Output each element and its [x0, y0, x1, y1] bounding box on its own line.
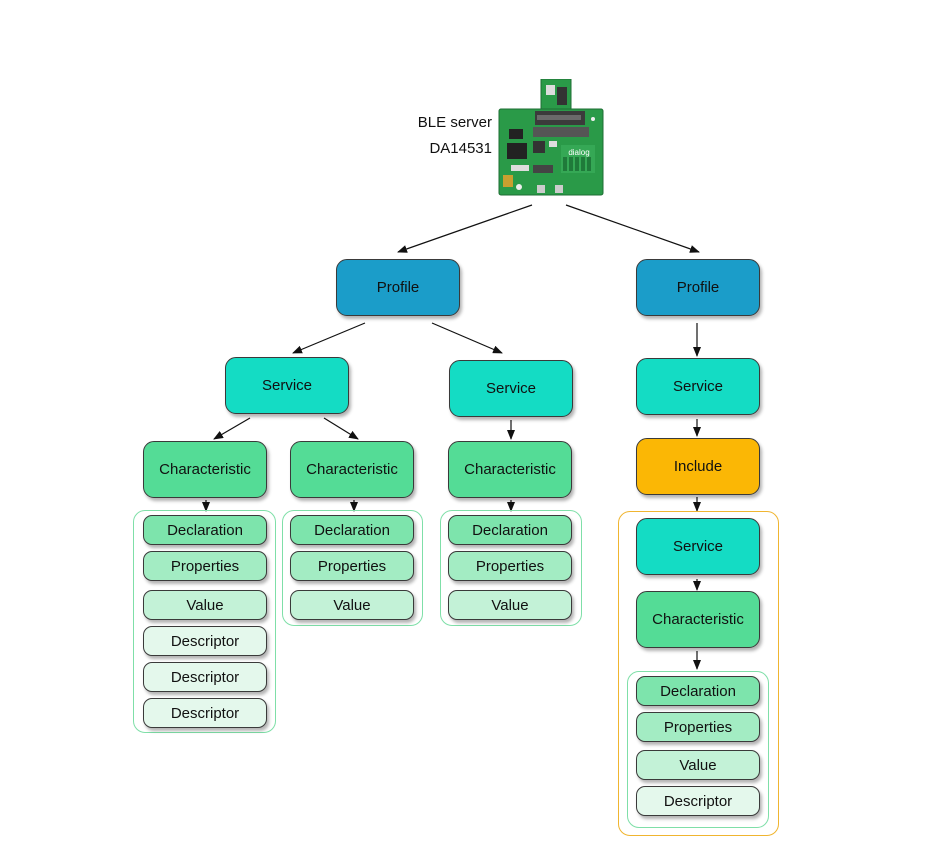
profile-right: Profile	[636, 259, 760, 316]
value-pill: Value	[448, 590, 572, 620]
arrow-profile-to-service-a	[292, 322, 366, 354]
value-pill: Value	[143, 590, 267, 620]
characteristic-a2: Characteristic	[290, 441, 414, 498]
properties-pill: Properties	[448, 551, 572, 581]
declaration-pill: Declaration	[448, 515, 572, 545]
attribute-group-a2	[282, 510, 423, 626]
declaration-pill: Declaration	[290, 515, 414, 545]
service-right: Service	[636, 358, 760, 415]
arrow-service-a-to-char-2	[323, 417, 359, 440]
dev-board-image: dialog	[498, 79, 604, 196]
properties-pill: Properties	[143, 551, 267, 581]
descriptor-pill: Descriptor	[143, 662, 267, 692]
attribute-group-b1	[440, 510, 582, 626]
service-b: Service	[449, 360, 573, 417]
profile-left: Profile	[336, 259, 460, 316]
include-group	[618, 511, 779, 836]
service-a: Service	[225, 357, 349, 414]
declaration-pill: Declaration	[143, 515, 267, 545]
attribute-group-a1	[133, 510, 276, 733]
server-caption-line1: BLE server	[417, 114, 492, 131]
included-characteristic: Characteristic	[636, 591, 760, 648]
declaration-pill: Declaration	[636, 676, 760, 706]
descriptor-pill: Descriptor	[143, 698, 267, 728]
properties-pill: Properties	[636, 712, 760, 742]
arrow-server-to-profile-right	[565, 204, 700, 253]
value-pill: Value	[636, 750, 760, 780]
descriptor-pill: Descriptor	[636, 786, 760, 816]
value-pill: Value	[290, 590, 414, 620]
server-caption: BLE server DA14531	[392, 110, 492, 162]
include-node: Include	[636, 438, 760, 495]
descriptor-pill: Descriptor	[143, 626, 267, 656]
arrow-profile-to-service-b	[431, 322, 503, 354]
arrow-server-to-profile-left	[397, 204, 533, 253]
characteristic-b1: Characteristic	[448, 441, 572, 498]
server-caption-line2: DA14531	[429, 140, 492, 157]
characteristic-a1: Characteristic	[143, 441, 267, 498]
included-service: Service	[636, 518, 760, 575]
properties-pill: Properties	[290, 551, 414, 581]
arrow-service-a-to-char-1	[213, 417, 251, 440]
board-logo: dialog	[568, 148, 589, 157]
attribute-group-right	[627, 671, 769, 828]
